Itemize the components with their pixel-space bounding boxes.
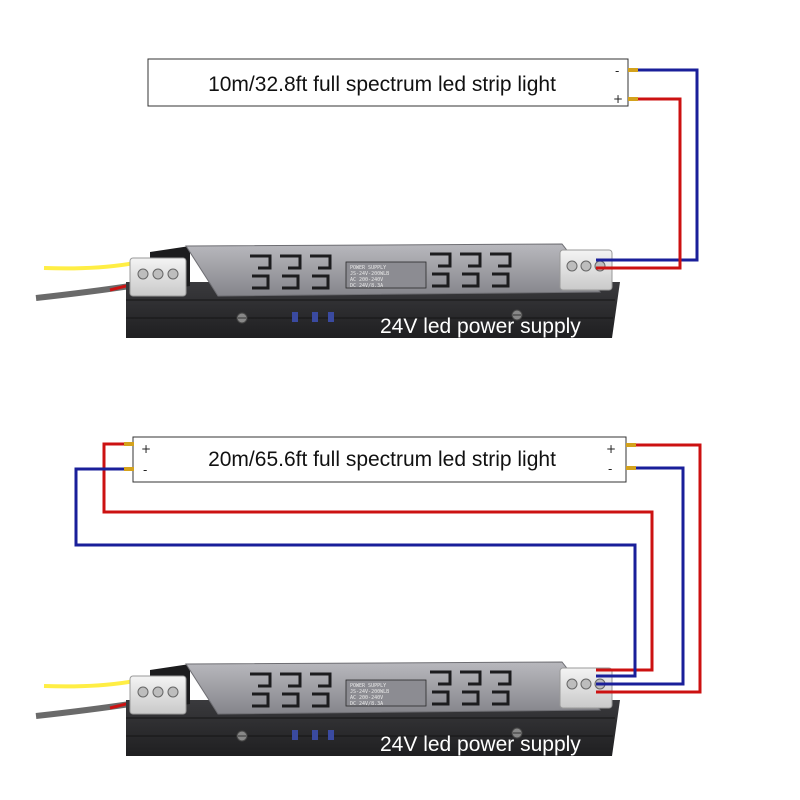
diagram-2: POWER SUPPLY JS-24V-200WLB AC 200-240V D… [35, 436, 702, 758]
led-strip-icon [147, 58, 629, 107]
wire-left-positive [102, 442, 654, 672]
psu-plate-line3: AC 200-240V [350, 277, 383, 283]
psu2-plate-line3: AC 200-240V [350, 695, 383, 701]
strip-label-1: 10m/32.8ft full spectrum led strip light [208, 73, 556, 96]
strip-lead-pos [628, 97, 638, 101]
strip2-lead-right-pos [626, 443, 636, 447]
strip2-right-neg-sign: - [608, 462, 612, 476]
strip-neg-sign-1: - [615, 64, 619, 78]
strip2-right-pos-sign: + [606, 442, 616, 456]
strip2-left-neg-sign: - [143, 463, 147, 477]
psu2-plate-line1: POWER SUPPLY [350, 683, 386, 689]
psu-plate-line2: JS-24V-200WLB [350, 271, 389, 277]
wire-right-positive [596, 443, 702, 694]
psu-spec-plate-2: POWER SUPPLY JS-24V-200WLB AC 200-240V D… [350, 683, 389, 707]
wire-positive-1 [596, 97, 682, 270]
strip2-left-pos-sign: + [141, 442, 151, 456]
wire-left-negative [74, 467, 637, 678]
strip-label-2: 20m/65.6ft full spectrum led strip light [208, 448, 556, 471]
strip-lead-neg [628, 68, 638, 72]
strip2-lead-left-pos [124, 442, 134, 446]
ac-cable-yellow-2 [43, 678, 141, 689]
diagram-1: POWER SUPPLY JS-24V-200WLB AC 200-240V D… [35, 58, 699, 340]
psu-spec-plate: POWER SUPPLY JS-24V-200WLB AC 200-240V D… [350, 265, 389, 289]
led-strip-icon-2 [132, 436, 627, 483]
psu2-plate-line4: DC 24V/8.3A [350, 701, 383, 707]
psu-label-1: 24V led power supply [380, 315, 581, 338]
wire-right-negative [596, 466, 685, 686]
psu-label-2: 24V led power supply [380, 733, 581, 756]
psu-plate-line4: DC 24V/8.3A [350, 283, 383, 289]
psu-plate-line1: POWER SUPPLY [350, 265, 386, 271]
strip2-lead-right-neg [626, 466, 636, 470]
wire-negative-1 [596, 68, 699, 262]
strip-pos-sign-1: + [613, 92, 623, 106]
strip2-lead-left-neg [124, 467, 134, 471]
psu2-plate-line2: JS-24V-200WLB [350, 689, 389, 695]
ac-cable-yellow [43, 260, 141, 271]
